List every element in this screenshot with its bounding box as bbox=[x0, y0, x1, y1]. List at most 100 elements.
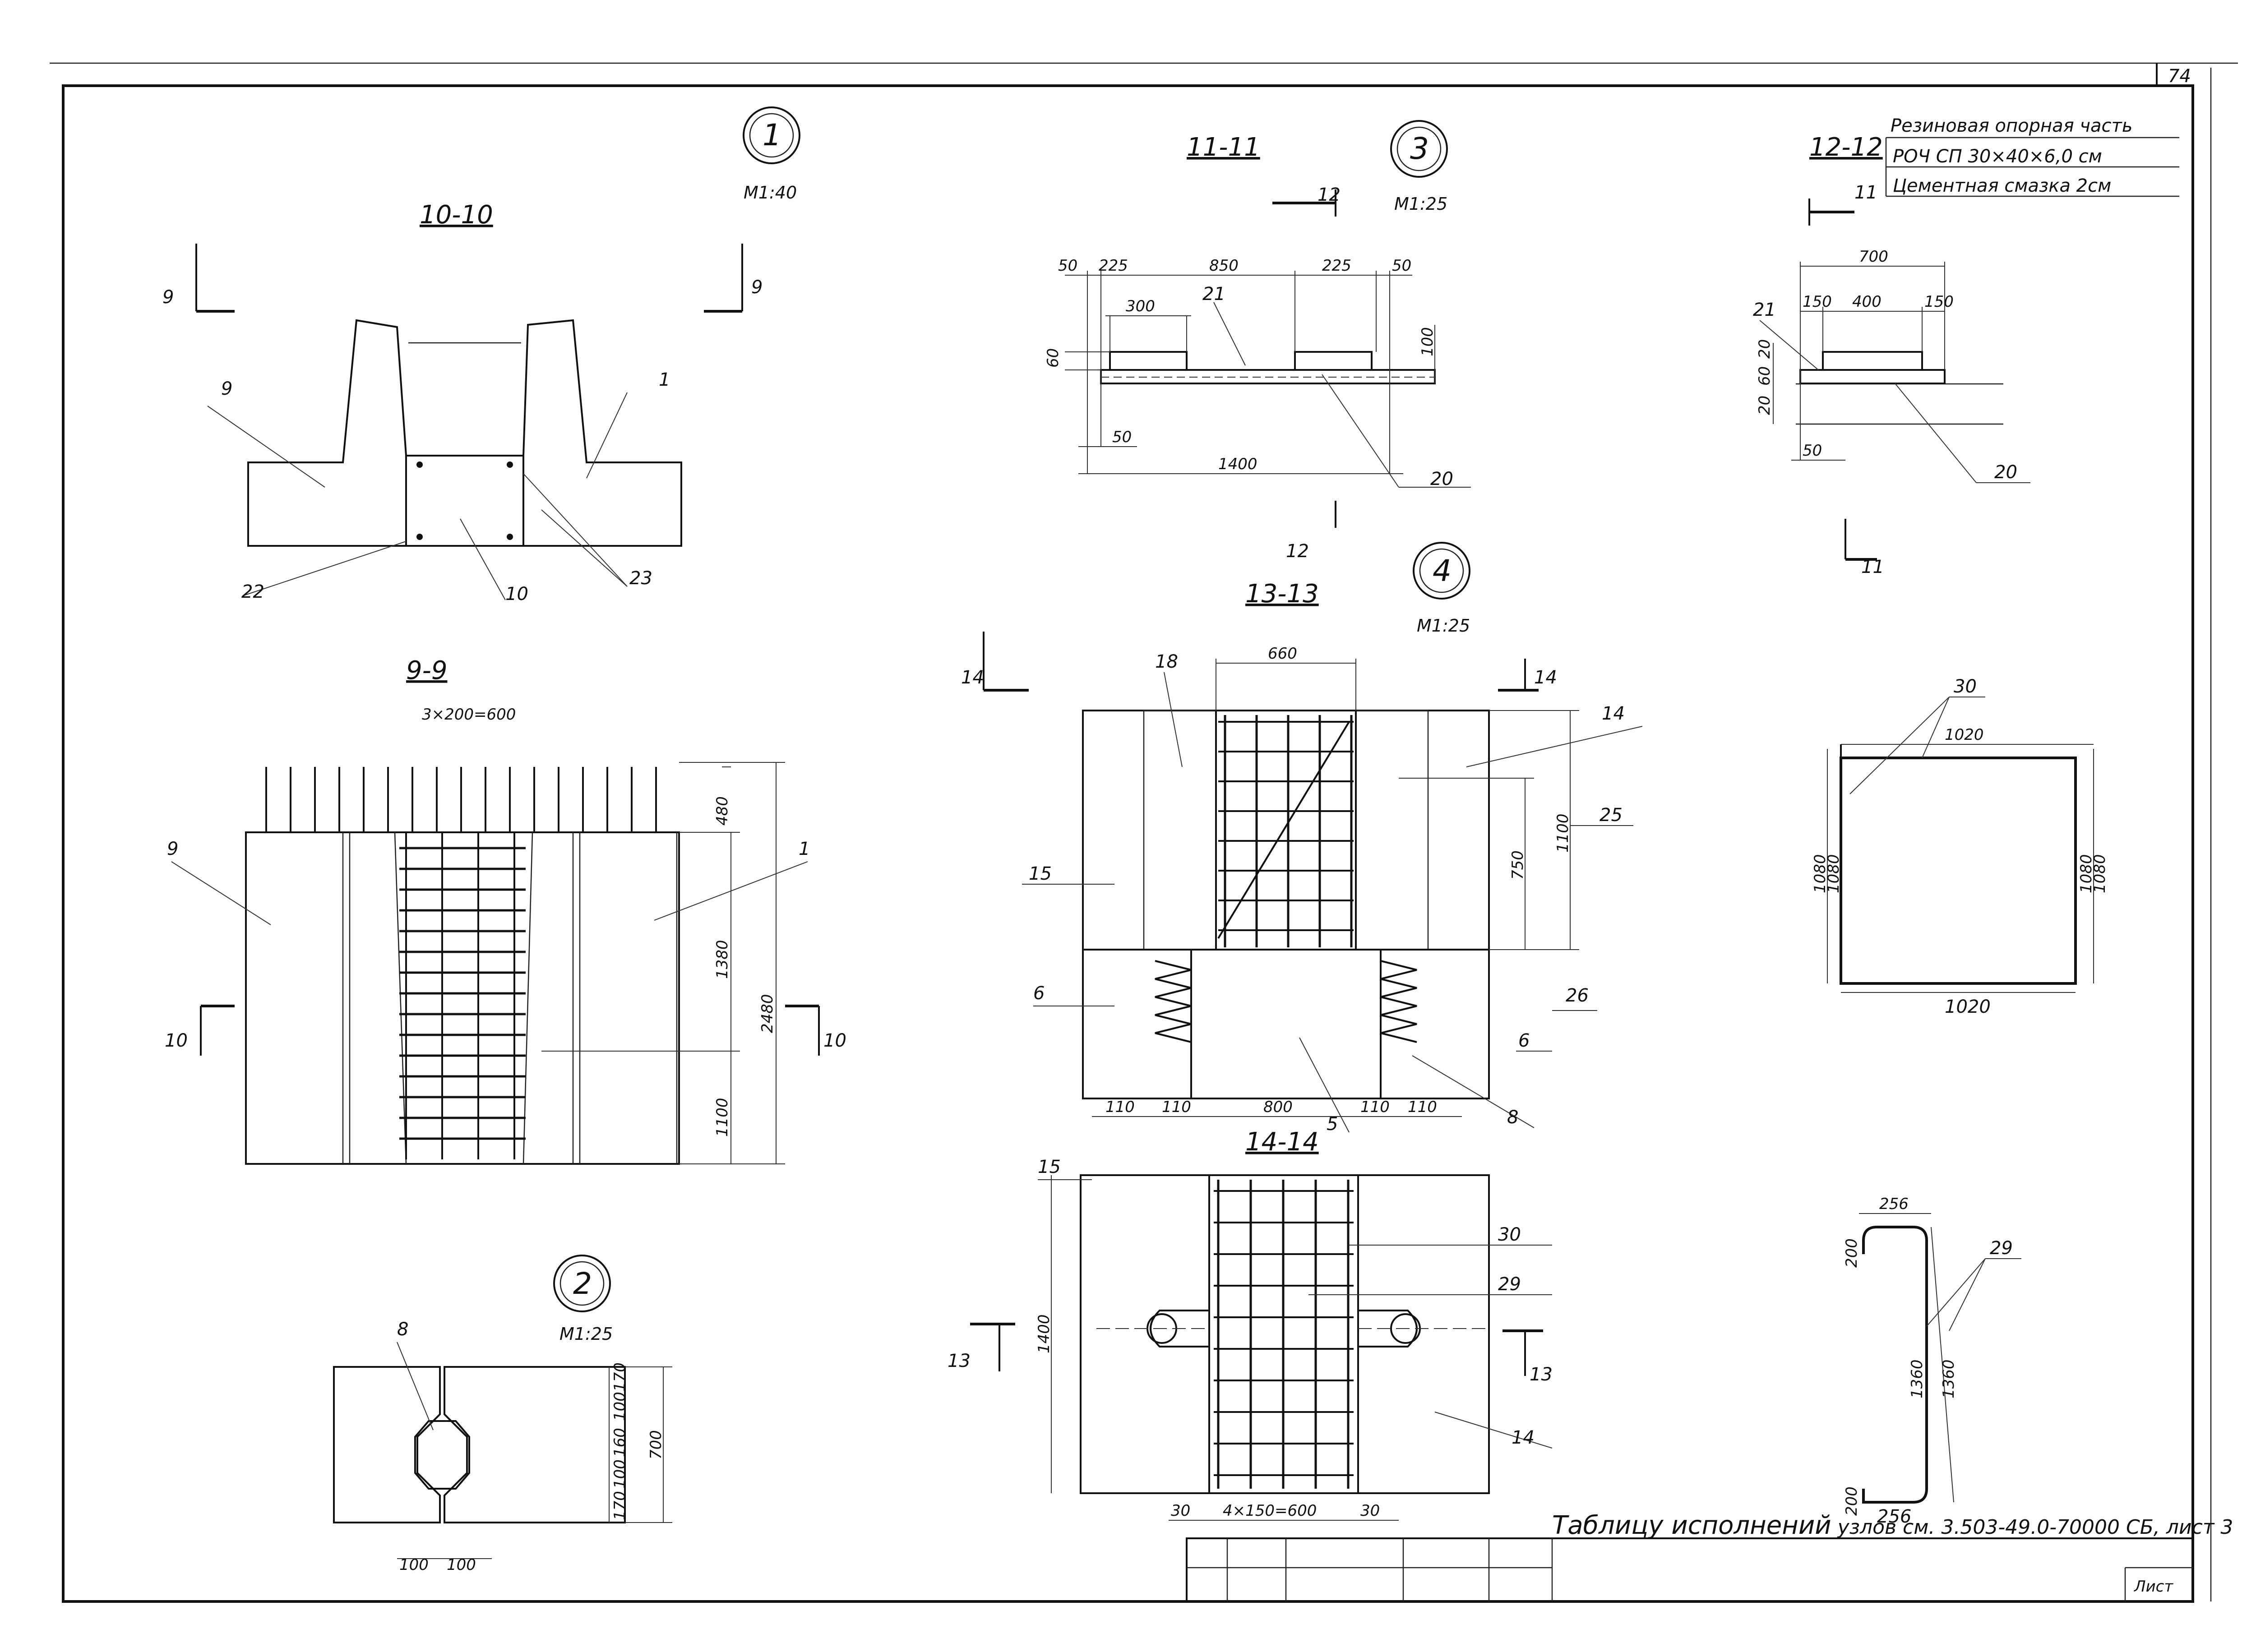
title-block: Лист bbox=[1186, 1537, 2194, 1602]
legend-row1: РОЧ СП 30×40×6,0 см bbox=[1893, 146, 2102, 167]
label-9b: 9 bbox=[167, 839, 178, 859]
node-3-marker: 3 М1:25 bbox=[1390, 120, 1448, 214]
s13-label-8: 8 bbox=[1507, 1107, 1518, 1128]
s13-label-25: 25 bbox=[1600, 805, 1623, 826]
r30-left-b: 1080 bbox=[1825, 854, 1843, 893]
label-1b: 1 bbox=[799, 839, 810, 859]
s14-label-30: 30 bbox=[1498, 1224, 1521, 1245]
rebar-30-detail: 1020 1020 1080 1080 1080 1080 30 bbox=[1811, 676, 2109, 1017]
s14-dim-30a: 30 bbox=[1171, 1502, 1190, 1520]
label-23: 23 bbox=[629, 568, 652, 589]
section-13-drawing: 14 14 660 750 1100 110 110 800 110 110 1… bbox=[961, 632, 1643, 1135]
dim-1100: 1100 bbox=[713, 1098, 731, 1137]
section-10-title: 10-10 bbox=[420, 200, 493, 230]
s13-dim-110c: 110 bbox=[1360, 1098, 1390, 1116]
label-1: 1 bbox=[659, 369, 670, 390]
cut-13-left: 13 bbox=[948, 1351, 971, 1371]
node-1-marker: 1 М1:40 bbox=[743, 106, 800, 203]
sheet-frame: 74 bbox=[50, 62, 2238, 1603]
node-2-marker: 2 М1:25 bbox=[553, 1255, 613, 1344]
section-14-drawing: 13 13 1400 30 4×150=600 30 15 30 29 14 bbox=[948, 1157, 1553, 1521]
legend-table: Резиновая опорная часть РОЧ СП 30×40×6,0… bbox=[1885, 115, 2179, 197]
s11-dim-50c: 50 bbox=[1112, 428, 1132, 446]
s12-label-21: 21 bbox=[1753, 300, 1776, 320]
s11-label-21: 21 bbox=[1202, 284, 1225, 305]
cut-11-bottom: 11 bbox=[1861, 557, 1884, 577]
s13-label-15: 15 bbox=[1029, 863, 1052, 884]
section-11-title: 11-11 bbox=[1187, 133, 1260, 162]
s14-label-29: 29 bbox=[1498, 1274, 1521, 1295]
section-13-title: 13-13 bbox=[1245, 579, 1319, 609]
node-4-scale: М1:25 bbox=[1417, 616, 1470, 636]
s11-dim-850: 850 bbox=[1209, 257, 1239, 275]
s12-dim-50: 50 bbox=[1803, 442, 1822, 460]
n2-dim-100b: 100 bbox=[611, 1459, 629, 1489]
s12-dim-20b: 20 bbox=[1756, 396, 1774, 415]
section-10-drawing: 9 1 22 10 23 bbox=[207, 319, 682, 605]
s13-dim-110d: 110 bbox=[1408, 1098, 1437, 1116]
node-1-number: 1 bbox=[763, 118, 781, 152]
section-9-drawing: 480 1380 2480 1100 9 1 10 10 bbox=[165, 762, 846, 1165]
cut-12-bottom: 12 bbox=[1286, 541, 1309, 562]
r30-right-b: 1080 bbox=[2091, 854, 2109, 893]
s11-dim-60: 60 bbox=[1044, 348, 1062, 368]
r29-left-top: 200 bbox=[1843, 1238, 1861, 1268]
s12-dim-150b: 150 bbox=[1924, 293, 1954, 311]
s11-label-20: 20 bbox=[1430, 469, 1453, 489]
node-3-scale: М1:25 bbox=[1394, 194, 1447, 214]
section-11-drawing: 12 12 50 225 850 225 50 300 60 100 50 14… bbox=[1044, 185, 1471, 562]
s13-label-18: 18 bbox=[1155, 651, 1178, 672]
node-4-number: 4 bbox=[1433, 554, 1452, 588]
s12-dim-400: 400 bbox=[1852, 293, 1882, 311]
s13-dim-660: 660 bbox=[1268, 645, 1297, 663]
r30-bottom: 1020 bbox=[1945, 997, 1991, 1017]
node-2-scale: М1:25 bbox=[559, 1324, 613, 1344]
legend-row2: Цементная смазка 2см bbox=[1893, 175, 2111, 196]
s14-dim-30b: 30 bbox=[1360, 1502, 1380, 1520]
r30-right-a: 1080 bbox=[2077, 854, 2095, 893]
cut-14-right: 14 bbox=[1534, 667, 1557, 688]
s13-dim-1100: 1100 bbox=[1554, 813, 1572, 853]
legend-title: Резиновая опорная часть bbox=[1891, 115, 2132, 136]
r29-top: 256 bbox=[1879, 1195, 1909, 1213]
s13-dim-110a: 110 bbox=[1105, 1098, 1135, 1116]
r29-mid-b: 1360 bbox=[1940, 1359, 1958, 1398]
section-14-title: 14-14 bbox=[1245, 1127, 1319, 1157]
s13-label-14: 14 bbox=[1602, 703, 1625, 724]
node-2-drawing: 170 100 160 100 170 700 100 100 8 bbox=[333, 1319, 672, 1574]
s14-dim-1400: 1400 bbox=[1035, 1314, 1053, 1353]
s13-label-26: 26 bbox=[1566, 985, 1589, 1006]
n2-dim-170a: 170 bbox=[611, 1362, 629, 1392]
cut-11-top: 11 bbox=[1854, 182, 1877, 203]
section-9-top-dim: 3×200=600 bbox=[422, 706, 516, 724]
n2-label-8: 8 bbox=[397, 1319, 408, 1340]
node-2-number: 2 bbox=[573, 1266, 592, 1301]
s14-label-15: 15 bbox=[1038, 1157, 1061, 1177]
s11-dim-225a: 225 bbox=[1099, 257, 1128, 275]
node-3-number: 3 bbox=[1410, 131, 1429, 166]
r29-bottom: 256 bbox=[1877, 1506, 1911, 1527]
s14-label-14: 14 bbox=[1512, 1427, 1535, 1448]
label-10: 10 bbox=[505, 584, 528, 605]
cut-10-right: 10 bbox=[823, 1030, 846, 1051]
node-1-scale: М1:40 bbox=[744, 183, 797, 203]
dim-1380: 1380 bbox=[713, 940, 731, 979]
r30-left-a: 1080 bbox=[1811, 854, 1829, 893]
label-22: 22 bbox=[241, 581, 264, 602]
r29-left-bottom: 200 bbox=[1843, 1486, 1861, 1516]
dim-480: 480 bbox=[713, 796, 731, 826]
s14-dim-600: 4×150=600 bbox=[1223, 1502, 1317, 1520]
r30-top: 1020 bbox=[1945, 726, 1984, 744]
cut-12-top: 12 bbox=[1318, 185, 1341, 205]
sheet-number: 74 bbox=[2168, 66, 2191, 87]
n2-dim-100c: 100 bbox=[399, 1556, 429, 1574]
section-12-title: 12-12 bbox=[1809, 133, 1883, 162]
cut-9-right: 9 bbox=[751, 277, 763, 298]
section-9-title: 9-9 bbox=[406, 656, 447, 685]
s13-label-5: 5 bbox=[1327, 1114, 1338, 1135]
s12-label-20: 20 bbox=[1994, 462, 2017, 483]
section-10-cut-marks: 9 9 bbox=[162, 244, 763, 313]
s11-dim-300: 300 bbox=[1126, 297, 1155, 315]
